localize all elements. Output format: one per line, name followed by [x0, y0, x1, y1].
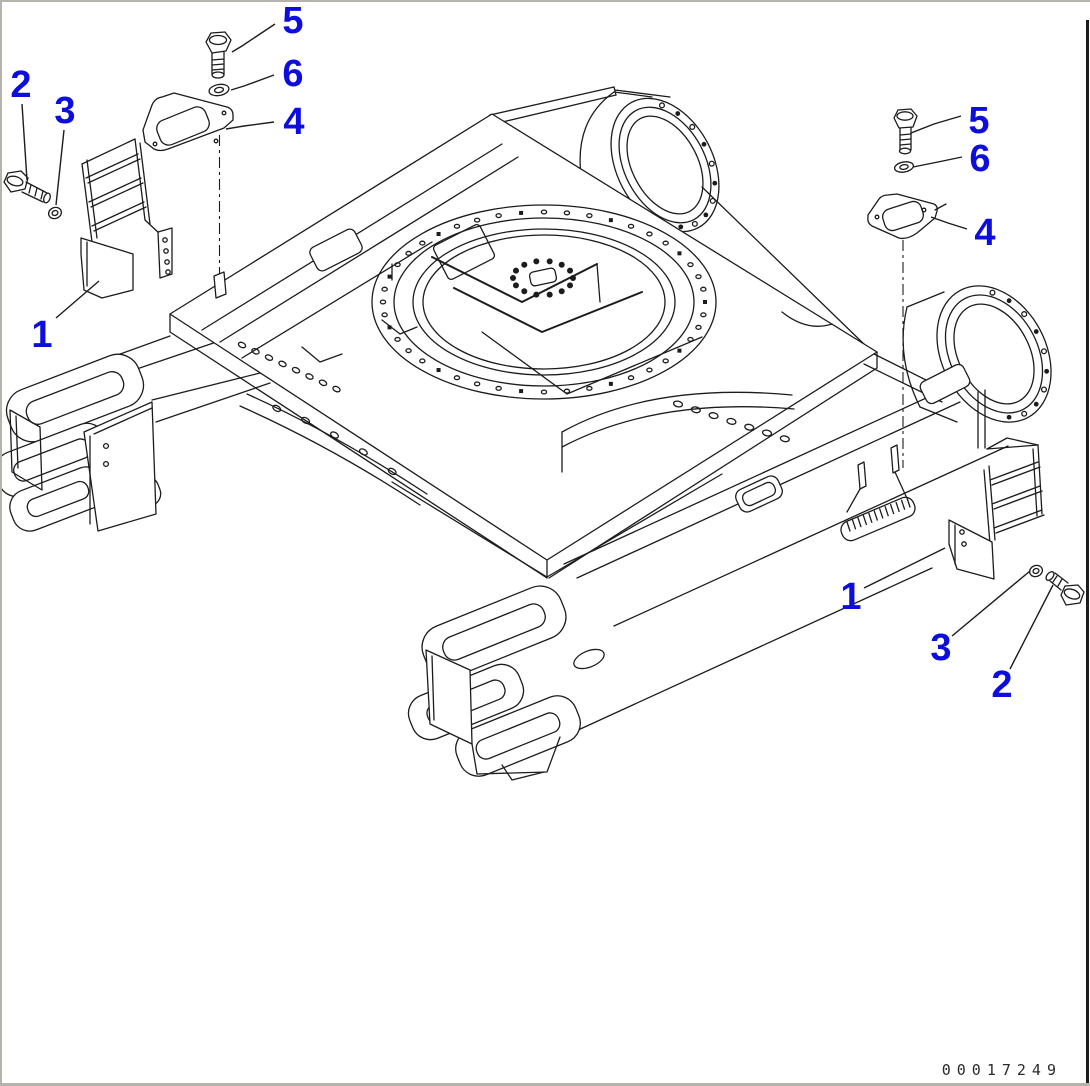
callout-label: 1 — [840, 576, 861, 618]
left-track-frame — [2, 333, 271, 532]
callout-label: 6 — [282, 53, 303, 95]
page-border-right — [1086, 20, 1089, 1083]
leader-line — [55, 129, 65, 206]
leader-line — [21, 103, 28, 181]
callout-6: 6 — [230, 53, 304, 95]
bracket-plate-right — [867, 193, 947, 240]
callout-2: 2 — [10, 64, 32, 181]
callout-label: 2 — [991, 664, 1012, 706]
leader-line — [231, 23, 276, 53]
leader-line — [930, 216, 968, 230]
callout-label: 5 — [968, 100, 989, 142]
callout-label: 3 — [930, 627, 951, 669]
washer-left-3 — [47, 206, 63, 220]
callout-label: 4 — [283, 101, 304, 143]
callout-6: 6 — [912, 138, 991, 180]
step-assembly-right — [948, 437, 1045, 580]
leader-line — [912, 156, 963, 168]
document-number: 00017249 — [941, 1061, 1062, 1079]
washer-right-6 — [893, 161, 915, 173]
washer-right-3 — [1028, 564, 1044, 578]
callout-3: 3 — [54, 90, 76, 206]
callout-5: 5 — [910, 100, 990, 142]
leader-line — [230, 74, 275, 91]
callout-3: 3 — [930, 570, 1031, 669]
callout-label: 5 — [282, 2, 303, 42]
callout-1: 1 — [31, 280, 100, 356]
washer-left-6 — [208, 83, 230, 97]
leader-line — [225, 121, 275, 130]
bolt-left-2 — [3, 170, 51, 204]
step-assembly-left — [80, 138, 173, 299]
leader-line — [951, 570, 1031, 637]
leader-line — [55, 280, 100, 319]
callout-label: 4 — [974, 212, 995, 254]
leader-line — [863, 547, 946, 589]
swing-circle — [371, 204, 717, 400]
bolt-right-5 — [893, 108, 918, 155]
callout-4: 4 — [930, 212, 996, 254]
car-body — [169, 86, 971, 579]
callout-1: 1 — [840, 547, 946, 618]
right-track-frame — [407, 285, 1052, 781]
callout-4: 4 — [225, 101, 305, 143]
callout-label: 1 — [31, 314, 52, 356]
bolt-left-5 — [205, 31, 232, 79]
callout-5: 5 — [231, 2, 304, 53]
leader-line — [1009, 584, 1054, 670]
callout-label: 3 — [54, 90, 75, 132]
callout-label: 6 — [969, 138, 990, 180]
bracket-plate-left — [142, 92, 234, 152]
leader-line — [910, 115, 962, 134]
callout-2: 2 — [991, 584, 1054, 706]
bolt-right-2 — [1045, 571, 1085, 606]
callout-label: 2 — [10, 64, 31, 106]
